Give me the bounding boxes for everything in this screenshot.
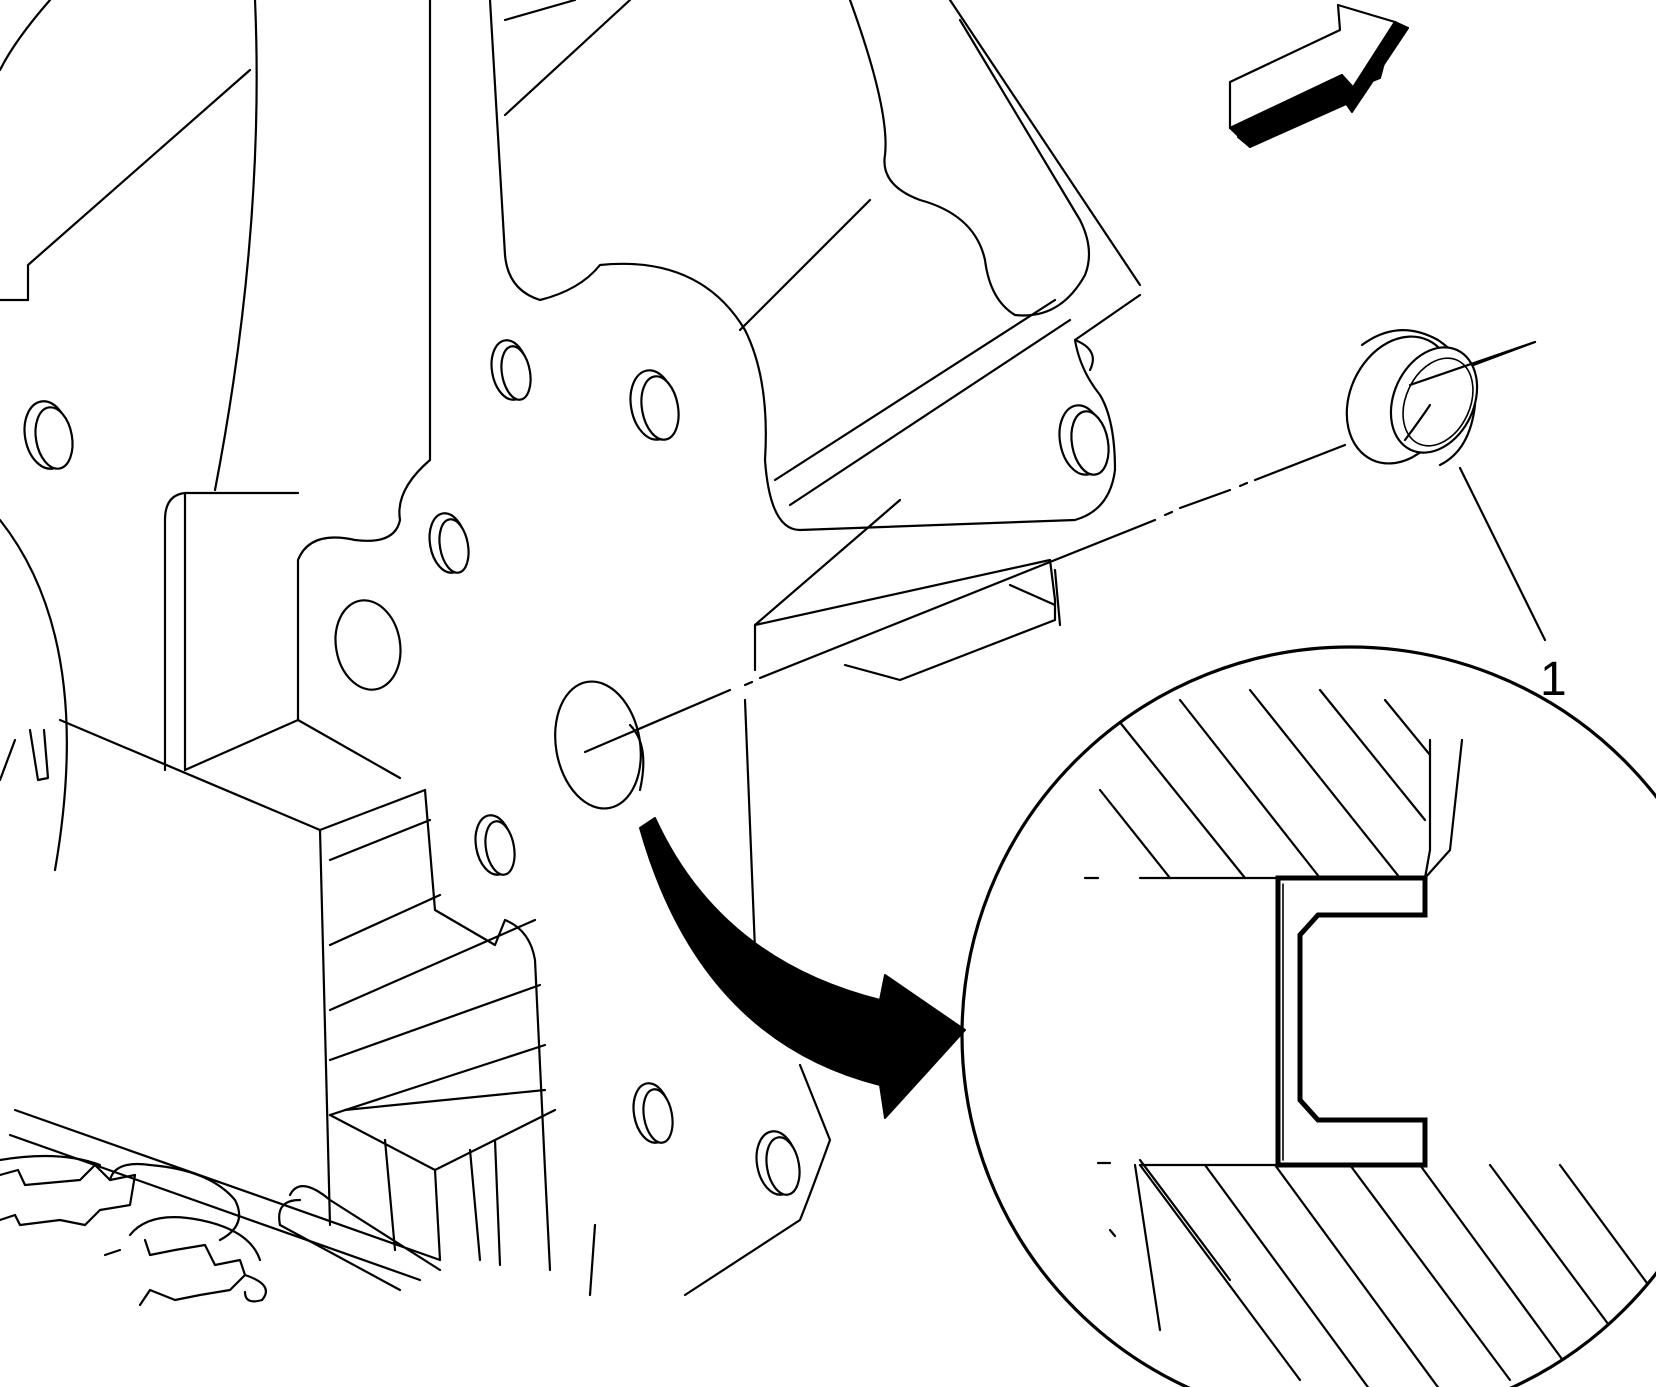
callout-1: 1 xyxy=(1458,466,1567,706)
seal-part xyxy=(1345,329,1537,467)
detail-circle xyxy=(960,645,1656,1387)
detail-arrow-icon xyxy=(639,817,966,1119)
detail-view xyxy=(960,645,1656,1387)
callout-label-1: 1 xyxy=(1540,653,1567,706)
direction-arrow-icon xyxy=(1228,3,1409,148)
upper-hatch xyxy=(1098,688,1432,880)
seal-bore xyxy=(554,680,645,810)
engine-block xyxy=(0,0,557,1307)
lower-hatch xyxy=(1133,1158,1656,1387)
cover-housing xyxy=(488,0,1142,1297)
bolt-holes xyxy=(23,339,1110,1196)
